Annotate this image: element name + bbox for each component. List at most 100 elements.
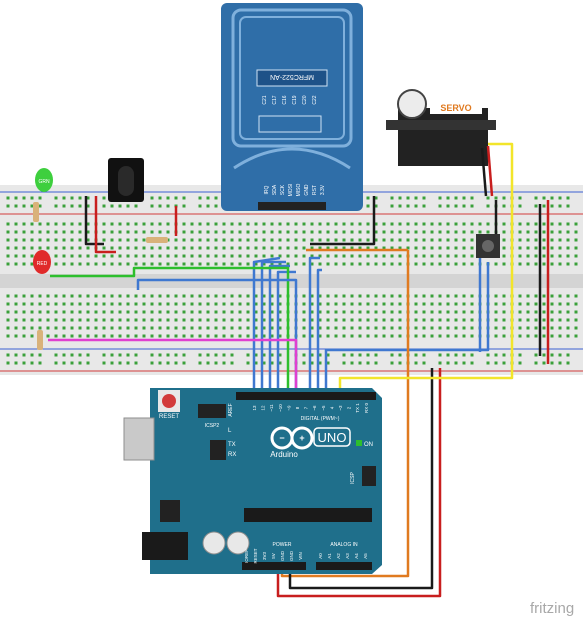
breadboard-hole	[230, 246, 234, 250]
breadboard-hole	[382, 326, 386, 330]
breadboard-hole	[390, 310, 394, 314]
breadboard-hole	[334, 230, 338, 234]
breadboard-hole	[494, 310, 498, 314]
breadboard-hole	[566, 238, 570, 242]
rail-hole	[198, 204, 202, 208]
breadboard-hole	[462, 302, 466, 306]
breadboard-hole	[326, 238, 330, 242]
breadboard-hole	[222, 294, 226, 298]
breadboard-hole	[206, 334, 210, 338]
breadboard-hole	[182, 222, 186, 226]
breadboard-hole	[286, 222, 290, 226]
rail-hole	[542, 361, 546, 365]
breadboard-hole	[86, 294, 90, 298]
breadboard-hole	[334, 302, 338, 306]
rfid-pin-label: RST	[312, 185, 318, 195]
breadboard-hole	[134, 254, 138, 258]
rail-hole	[198, 196, 202, 200]
breadboard-hole	[206, 262, 210, 266]
breadboard-hole	[214, 246, 218, 250]
breadboard-hole	[326, 294, 330, 298]
breadboard-hole	[238, 246, 242, 250]
breadboard-hole	[70, 318, 74, 322]
rail-hole	[78, 361, 82, 365]
breadboard-hole	[366, 318, 370, 322]
breadboard-hole	[270, 294, 274, 298]
breadboard-hole	[566, 318, 570, 322]
breadboard-hole	[318, 294, 322, 298]
breadboard-hole	[406, 222, 410, 226]
breadboard-hole	[222, 238, 226, 242]
breadboard-hole	[238, 302, 242, 306]
breadboard-hole	[558, 238, 562, 242]
breadboard-hole	[270, 310, 274, 314]
breadboard-hole	[102, 334, 106, 338]
breadboard-hole	[110, 310, 114, 314]
breadboard-hole	[246, 262, 250, 266]
rail-hole	[454, 353, 458, 357]
breadboard-hole	[254, 238, 258, 242]
breadboard-hole	[542, 326, 546, 330]
breadboard-hole	[278, 246, 282, 250]
breadboard-hole	[38, 302, 42, 306]
breadboard-hole	[238, 294, 242, 298]
breadboard-hole	[262, 302, 266, 306]
rail-hole	[270, 353, 274, 357]
breadboard-hole	[566, 334, 570, 338]
rail-hole	[470, 353, 474, 357]
breadboard-hole	[358, 246, 362, 250]
rail-hole	[182, 353, 186, 357]
breadboard-hole	[46, 238, 50, 242]
breadboard-hole	[454, 254, 458, 258]
breadboard-hole	[518, 334, 522, 338]
breadboard-hole	[54, 326, 58, 330]
breadboard-hole	[318, 246, 322, 250]
breadboard-hole	[150, 310, 154, 314]
breadboard-hole	[374, 294, 378, 298]
breadboard-hole	[78, 294, 82, 298]
breadboard-hole	[38, 238, 42, 242]
breadboard-hole	[366, 334, 370, 338]
breadboard-hole	[190, 294, 194, 298]
breadboard-hole	[190, 246, 194, 250]
rail-hole	[422, 204, 426, 208]
breadboard-hole	[350, 310, 354, 314]
breadboard-hole	[222, 254, 226, 258]
wire	[276, 368, 442, 598]
breadboard-hole	[198, 246, 202, 250]
breadboard-hole	[46, 310, 50, 314]
breadboard-hole	[38, 222, 42, 226]
rail-hole	[62, 204, 66, 208]
breadboard-hole	[358, 294, 362, 298]
breadboard-hole	[486, 222, 490, 226]
breadboard-hole	[478, 222, 482, 226]
rail-hole	[502, 353, 506, 357]
breadboard-hole	[174, 318, 178, 322]
breadboard-hole	[358, 310, 362, 314]
breadboard-hole	[462, 230, 466, 234]
breadboard-hole	[30, 318, 34, 322]
breadboard-hole	[390, 334, 394, 338]
breadboard-hole	[126, 334, 130, 338]
breadboard-hole	[534, 262, 538, 266]
breadboard-hole	[118, 246, 122, 250]
breadboard-hole	[462, 310, 466, 314]
breadboard-hole	[430, 262, 434, 266]
breadboard-hole	[190, 310, 194, 314]
breadboard-hole	[86, 326, 90, 330]
breadboard-hole	[502, 254, 506, 258]
resistor-red-led	[37, 330, 43, 350]
breadboard-hole	[326, 302, 330, 306]
breadboard-hole	[390, 254, 394, 258]
digital-pin-label: 13	[252, 405, 257, 411]
breadboard-hole	[206, 246, 210, 250]
breadboard-hole	[398, 246, 402, 250]
breadboard-hole	[222, 302, 226, 306]
breadboard-hole	[542, 254, 546, 258]
breadboard-hole	[38, 310, 42, 314]
breadboard-hole	[326, 318, 330, 322]
rx-label: RX	[228, 452, 236, 458]
rail-hole	[374, 196, 378, 200]
rail-hole	[278, 353, 282, 357]
